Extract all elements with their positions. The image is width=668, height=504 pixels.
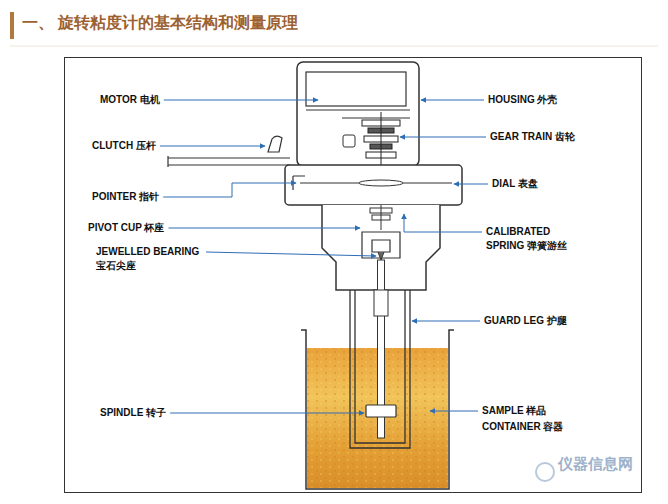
part-label: CALIBRATED SPRING 弹簧游丝 [486, 225, 586, 253]
leader-line [160, 146, 265, 147]
part-label: DIAL 表盘 [492, 177, 538, 191]
leader-line [412, 321, 480, 322]
part-label: SPINDLE 转子 [100, 406, 166, 420]
leader-line [404, 214, 482, 232]
clutch-lever [268, 136, 282, 152]
part-label: POINTER 指针 [92, 190, 159, 204]
leader-line [400, 137, 486, 138]
dial-band [285, 165, 462, 205]
title: 一、 旋转粘度计的基本结构和测量原理 [22, 13, 298, 34]
frame [65, 58, 642, 493]
gear-train [362, 112, 400, 165]
spindle [366, 405, 396, 417]
part-label: CONTAINER 容器 [482, 420, 563, 434]
leader-line [430, 411, 478, 412]
leader-line [206, 252, 376, 256]
title-bar [10, 12, 14, 39]
jewelled-bearing [378, 252, 384, 260]
dial-disc [359, 180, 403, 186]
calibrated-spring [370, 205, 392, 230]
leader-line [169, 228, 361, 229]
housing-knob [343, 135, 355, 147]
part-label: CLUTCH 压杆 [92, 139, 156, 153]
title-rule [10, 46, 658, 47]
motor [306, 72, 406, 106]
part-label: SAMPLE 样品 [482, 404, 546, 418]
part-label: MOTOR 电机 [100, 93, 160, 107]
part-label: GEAR TRAIN 齿轮 [490, 130, 575, 144]
watermark: 仪器信息网 [558, 455, 633, 474]
spindle-coupling [374, 290, 388, 316]
housing-top [297, 62, 419, 166]
leader-line [164, 100, 318, 101]
part-label: JEWELLED BEARING 宝石尖座 [96, 245, 202, 273]
part-label: GUARD LEG 护腿 [484, 314, 567, 328]
leader-line [170, 413, 364, 414]
part-label: HOUSING 外壳 [488, 93, 557, 107]
watermark-logo [536, 463, 554, 481]
leader-line [421, 100, 484, 101]
guard-leg [350, 290, 410, 448]
housing-detail [306, 110, 410, 118]
cable [168, 156, 290, 167]
leader-line [163, 183, 296, 197]
leader-line [454, 184, 488, 185]
part-label: PIVOT CUP 杯座 [88, 221, 165, 235]
